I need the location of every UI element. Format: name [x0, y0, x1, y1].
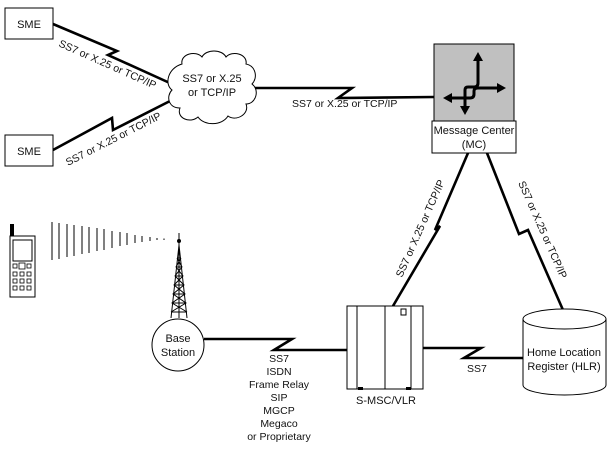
message-center-box — [433, 43, 515, 123]
base-station-label-line1: Base — [165, 333, 190, 345]
base-station-label-line2: Station — [161, 347, 195, 359]
router-arrows-icon — [443, 52, 506, 115]
link-mc-smsc — [391, 152, 470, 307]
mobile-phone-icon[interactable] — [9, 224, 36, 298]
switch-cabinet-icon — [346, 305, 424, 390]
message-center-node[interactable]: Message Center (MC) — [431, 43, 517, 154]
link-smsc-hlr — [423, 346, 523, 360]
base-station-node[interactable]: Base Station — [151, 318, 205, 372]
protocol-proprietary: or Proprietary — [247, 431, 311, 443]
sme-label: SME — [17, 19, 41, 31]
hlr-node[interactable]: Home Location Register (HLR) — [522, 308, 607, 396]
hlr-label-line2: Register (HLR) — [527, 361, 600, 373]
link-sme-bottom-cloud — [52, 98, 173, 152]
database-cylinder-icon — [522, 319, 607, 396]
smsc-vlr-node[interactable]: S-MSC/VLR — [346, 305, 424, 407]
message-center-label-box — [431, 120, 517, 154]
hlr-label-line1: Home Location — [527, 347, 601, 359]
message-center-label-line2: (MC) — [462, 139, 486, 151]
cloud-icon — [167, 50, 257, 125]
protocol-mgcp: MGCP — [263, 405, 295, 417]
radio-tower-icon — [170, 233, 188, 319]
sme-node-bottom[interactable]: SME — [4, 134, 54, 167]
protocol-frame-relay: Frame Relay — [249, 379, 310, 391]
protocol-isdn: ISDN — [266, 366, 291, 378]
cloud-label-line1: SS7 or X.25 — [182, 73, 241, 85]
link-label-cloud-mc: SS7 or X.25 or TCP/IP — [292, 98, 397, 110]
protocol-sip: SIP — [271, 392, 288, 404]
link-label-sme-bottom-cloud: SS7 or X.25 or TCP/IP — [64, 110, 163, 169]
smsc-vlr-label: S-MSC/VLR — [356, 395, 416, 407]
link-sme-top-cloud — [52, 22, 173, 86]
link-label-smsc-hlr: SS7 — [467, 363, 487, 375]
link-label-bs-smsc: SS7 ISDN Frame Relay SIP MGCP Megaco or … — [247, 353, 311, 443]
link-cloud-mc — [255, 86, 435, 100]
cloud-label-line2: or TCP/IP — [188, 87, 236, 99]
protocol-ss7: SS7 — [269, 353, 289, 365]
link-mc-hlr — [485, 152, 565, 311]
protocol-megaco: Megaco — [260, 418, 298, 430]
radio-wave-icon — [51, 222, 165, 260]
sme-node-top[interactable]: SME — [4, 7, 54, 40]
link-bs-smsc — [204, 337, 347, 352]
message-center-label-line1: Message Center — [434, 125, 515, 137]
network-cloud[interactable]: SS7 or X.25 or TCP/IP — [167, 50, 257, 125]
sme-label: SME — [17, 146, 41, 158]
